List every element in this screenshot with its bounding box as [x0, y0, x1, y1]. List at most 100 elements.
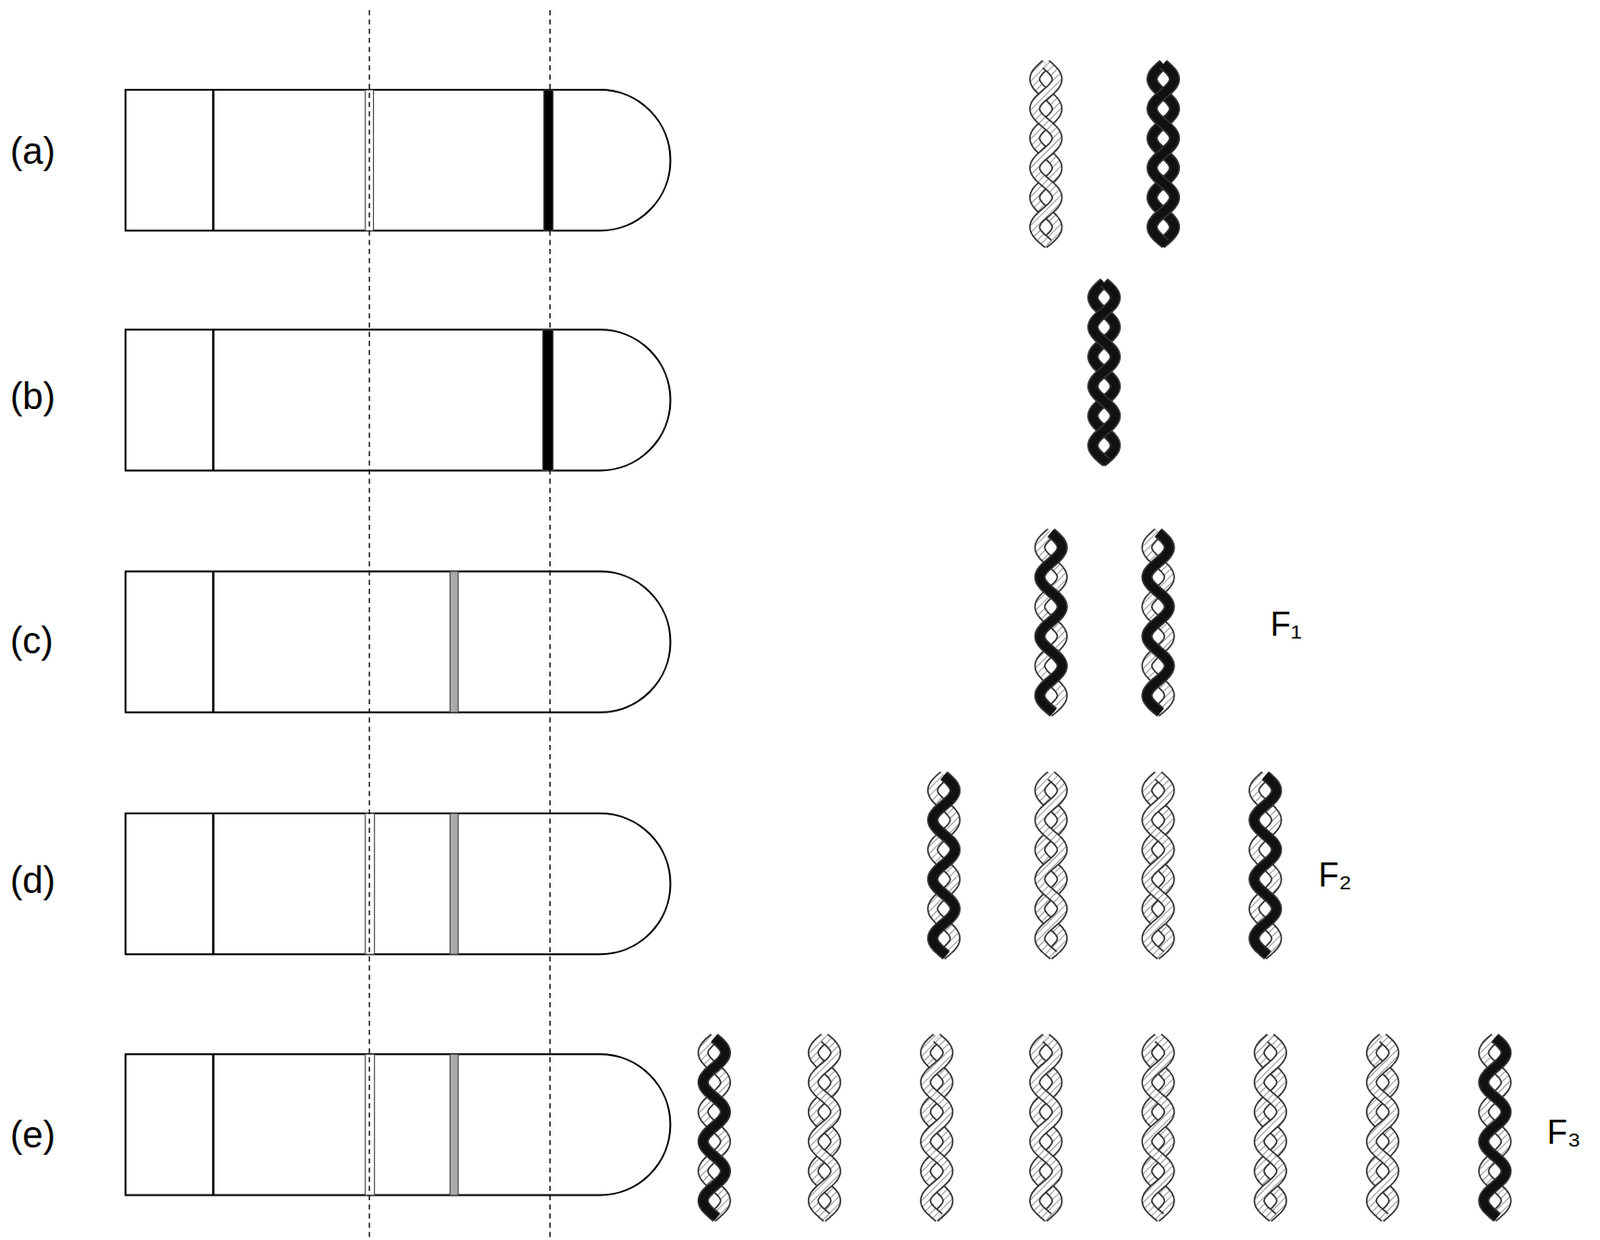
centrifuge-tube	[125, 1054, 671, 1195]
dna-helix	[925, 1038, 948, 1218]
strand-outline	[1253, 775, 1277, 956]
dashed-guide	[369, 10, 371, 1238]
strand-outline	[1040, 533, 1063, 713]
dna-helix	[1040, 775, 1063, 956]
strand-outline	[932, 775, 956, 956]
meniscus-line	[211, 89, 214, 231]
panel-label: (b)	[10, 377, 56, 415]
tube-outline	[125, 89, 671, 231]
dashed-guide	[549, 10, 551, 1238]
dna-strand	[1034, 63, 1057, 244]
strand-outline	[1483, 1038, 1506, 1218]
strand-outline	[703, 1038, 726, 1218]
strand-outline	[1152, 63, 1175, 244]
strand-outline	[1152, 63, 1175, 244]
tube-outline	[125, 329, 671, 471]
dna-strand	[1034, 1038, 1057, 1218]
strand-outline	[1147, 775, 1170, 956]
dna-strand	[932, 775, 956, 956]
strand-outline	[1147, 533, 1170, 713]
dna-helix	[1147, 1038, 1170, 1218]
dna-strand	[1147, 775, 1170, 956]
centrifuge-tube	[125, 329, 671, 471]
strand-outline	[1034, 63, 1057, 244]
dna-strand	[1371, 1038, 1394, 1218]
strand-outline	[1259, 1038, 1282, 1218]
centrifuge-tube	[125, 571, 671, 713]
dna-strand	[1147, 1038, 1170, 1218]
dna-strand	[1147, 1038, 1170, 1218]
dna-strand	[1259, 1038, 1282, 1218]
dna-helix	[1483, 1038, 1506, 1218]
dna-band	[544, 89, 554, 231]
dna-strand	[1040, 533, 1063, 713]
dna-helix	[1147, 775, 1170, 956]
panel-label: (a)	[10, 132, 56, 170]
dna-strand	[1147, 775, 1170, 956]
dna-helix	[1147, 533, 1170, 713]
dna-strand	[1147, 533, 1170, 713]
strand-outline	[1371, 1038, 1394, 1218]
strand-outline	[1092, 282, 1116, 462]
strand-outline	[1371, 1038, 1394, 1218]
dna-strand	[1040, 775, 1063, 956]
dna-helix	[1259, 1038, 1282, 1218]
tube-outline	[125, 813, 671, 955]
dna-strand	[1147, 533, 1170, 713]
dna-helix	[932, 775, 956, 956]
generation-label: F₂	[1318, 858, 1352, 893]
tube-outline	[125, 1054, 671, 1195]
dna-helix	[1034, 63, 1057, 244]
strand-outline	[1040, 775, 1063, 956]
centrifuge-tube	[125, 813, 671, 955]
dna-strand	[1092, 282, 1116, 462]
strand-outline	[1259, 1038, 1282, 1218]
strand-outline	[1034, 1038, 1057, 1218]
strand-outline	[1147, 1038, 1170, 1218]
dna-strand	[1034, 1038, 1057, 1218]
dna-band	[543, 329, 554, 471]
meniscus-line	[211, 813, 214, 955]
dna-strand	[1040, 775, 1063, 956]
dna-strand	[1483, 1038, 1506, 1218]
dna-strand	[1034, 63, 1057, 244]
panel-label: (d)	[10, 861, 56, 899]
dna-band	[449, 571, 459, 713]
dna-helix	[1152, 63, 1175, 244]
strand-outline	[1034, 1038, 1057, 1218]
strand-outline	[1040, 775, 1063, 956]
strand-outline	[813, 1038, 836, 1218]
strand-outline	[703, 1038, 726, 1218]
strand-outline	[1092, 282, 1116, 462]
panel-label: (e)	[10, 1116, 56, 1154]
centrifuge-tube	[125, 89, 671, 231]
dna-strand	[1152, 63, 1175, 244]
panel-label: (c)	[10, 621, 54, 659]
dna-strand	[925, 1038, 948, 1218]
strand-outline	[932, 775, 956, 956]
dna-helix	[703, 1038, 726, 1218]
meniscus-line	[211, 329, 214, 471]
dna-strand	[1483, 1038, 1506, 1218]
meniscus-line	[211, 571, 214, 713]
strand-outline	[813, 1038, 836, 1218]
dna-strand	[1092, 282, 1116, 462]
strand-outline	[1483, 1038, 1506, 1218]
generation-label: F₃	[1547, 1116, 1582, 1150]
dna-strand	[703, 1038, 726, 1218]
dna-strand	[925, 1038, 948, 1218]
dna-strand	[1371, 1038, 1394, 1218]
meniscus-line	[211, 1054, 214, 1195]
dna-strand	[703, 1038, 726, 1218]
dna-helix	[1253, 775, 1277, 956]
dna-strand	[932, 775, 956, 956]
strand-outline	[1147, 775, 1170, 956]
dna-strand	[813, 1038, 836, 1218]
dna-band	[449, 813, 459, 955]
dna-helix	[813, 1038, 836, 1218]
dna-helix	[1034, 1038, 1057, 1218]
strand-outline	[1040, 533, 1063, 713]
dna-strand	[1040, 533, 1063, 713]
dna-helix	[1092, 282, 1116, 462]
